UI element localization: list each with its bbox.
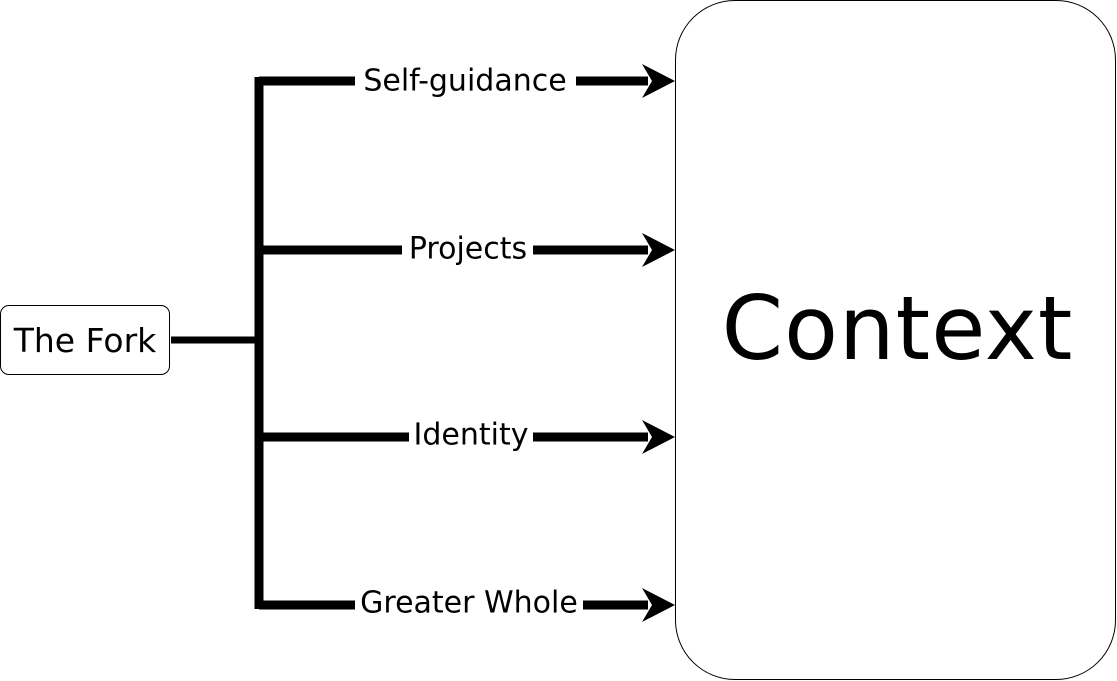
branch-self-guidance: Self-guidance: [259, 64, 675, 99]
branch-label-self-guidance: Self-guidance: [363, 64, 566, 99]
branch-label-projects: Projects: [409, 232, 527, 267]
branch-greater-whole: Greater Whole: [259, 586, 675, 622]
arrowhead: [642, 233, 675, 267]
source-node-the-fork: The Fork: [0, 305, 170, 375]
arrowhead: [642, 420, 675, 454]
branch-projects: Projects: [259, 232, 675, 267]
source-node-label: The Fork: [13, 320, 157, 360]
target-node-label: Context: [721, 276, 1074, 380]
target-node-context: Context: [675, 0, 1116, 680]
branch-label-identity: Identity: [414, 418, 529, 453]
arrowhead: [642, 64, 675, 98]
branch-label-greater-whole: Greater Whole: [360, 586, 578, 621]
arrowhead: [642, 588, 675, 622]
branch-identity: Identity: [259, 418, 675, 454]
